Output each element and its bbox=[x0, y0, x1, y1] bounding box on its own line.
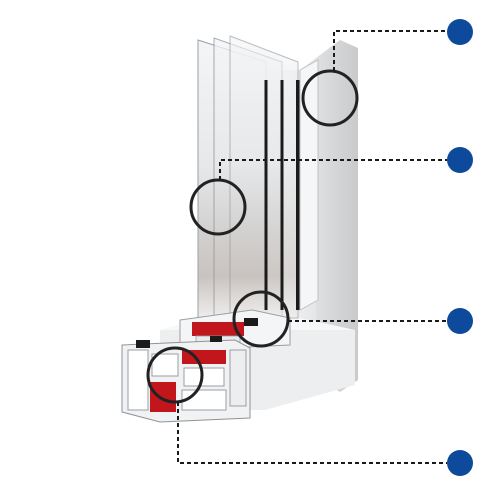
window-illustration bbox=[121, 35, 358, 423]
callout-marker-2[interactable] bbox=[447, 147, 473, 173]
glass-panes bbox=[197, 35, 319, 319]
detail-circle-frame-chambers bbox=[146, 346, 204, 404]
callout-marker-1[interactable] bbox=[447, 19, 473, 45]
callout-marker-4[interactable] bbox=[447, 450, 473, 476]
detail-circle-glazing-bead bbox=[232, 290, 290, 348]
leader-line-4 bbox=[177, 402, 447, 464]
leader-line-2 bbox=[219, 159, 447, 180]
detail-circle-glazing-top bbox=[301, 69, 359, 127]
detail-circles bbox=[146, 69, 359, 404]
callout-marker-3[interactable] bbox=[447, 308, 473, 334]
leader-line-1 bbox=[333, 30, 447, 71]
leader-lines bbox=[177, 30, 447, 464]
frame-profile bbox=[121, 336, 251, 423]
callout-markers bbox=[447, 19, 473, 476]
detail-circle-glass-panes bbox=[189, 178, 247, 236]
